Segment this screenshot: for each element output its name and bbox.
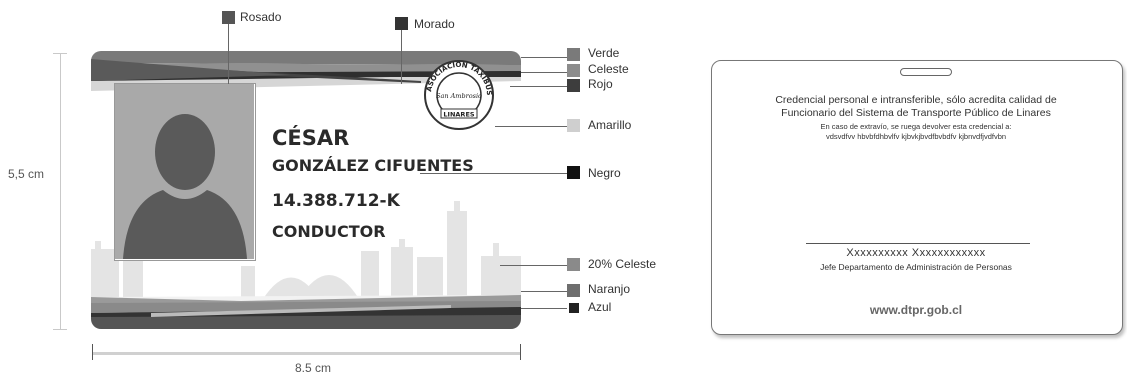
verde-leader [521,57,567,58]
rosado-swatch [222,11,235,24]
negro-swatch [567,166,580,179]
card-first-name: CÉSAR [272,126,350,150]
naranjo-label: Naranjo [588,282,631,296]
celeste20-label: 20% Celeste [588,257,657,271]
back-text-line4: vdsvdfvv hbvbfdhbvlfv kjbvkjbvdfbvbdfv k… [825,132,1007,141]
width-dimension-cap-left [92,344,93,360]
azul-label: Azul [588,300,612,314]
width-dimension-label: 8.5 cm [295,361,332,375]
celeste20-leader [500,265,567,266]
rojo-label: Rojo [588,77,613,91]
width-dimension-cap-right [520,344,521,360]
amarillo-label: Amarillo [588,118,632,132]
rojo-leader [510,86,567,87]
morado-label: Morado [414,17,455,31]
width-dimension-line [92,352,521,355]
rosado-label: Rosado [240,10,282,24]
azul-swatch [569,303,579,313]
height-dimension-cap-top [53,53,67,54]
signature-name: Xxxxxxxxxx Xxxxxxxxxxxx [846,247,986,259]
lanyard-slot-icon [900,68,952,76]
morado-leader [401,30,402,84]
portrait-silhouette-icon [115,84,254,259]
card-rut: 14.388.712-K [272,191,400,211]
signature-title: Jefe Departamento de Administración de P… [820,262,1012,272]
naranjo-leader [521,291,567,292]
svg-text:San Ambrosio: San Ambrosio [436,92,482,100]
celeste-label: Celeste [588,62,629,76]
verde-label: Verde [588,46,620,60]
negro-label: Negro [588,166,621,180]
amarillo-leader [495,126,567,127]
rojo-swatch [567,79,580,92]
back-text-line2: Funcionario del Sistema de Transporte Pú… [781,107,1051,119]
amarillo-swatch [567,119,580,132]
height-dimension-line [60,53,61,330]
verde-swatch [567,48,580,61]
association-seal-logo: ASOCIACION TAXIBUSES San Ambrosio LINARE… [423,59,494,130]
morado-swatch [395,17,408,30]
celeste-leader [521,72,567,73]
card-last-name: GONZÁLEZ CIFUENTES [272,156,474,175]
card-background-art [91,51,521,329]
back-text-line1: Credencial personal e intransferible, só… [775,94,1057,106]
credential-back-card [711,60,1123,335]
svg-text:LINARES: LINARES [443,111,474,119]
height-dimension-cap-bottom [53,329,67,330]
height-dimension-label: 5,5 cm [8,167,45,181]
celeste20-swatch [567,258,580,271]
azul-leader [521,308,567,309]
rosado-leader [228,24,229,84]
negro-leader [420,173,567,174]
card-role: CONDUCTOR [272,222,386,241]
naranjo-swatch [567,284,580,297]
celeste-swatch [567,64,580,77]
signature-line [806,243,1030,244]
website-link[interactable]: www.dtpr.gob.cl [869,303,963,317]
back-text-line3: En caso de extravío, se ruega devolver e… [820,122,1012,131]
